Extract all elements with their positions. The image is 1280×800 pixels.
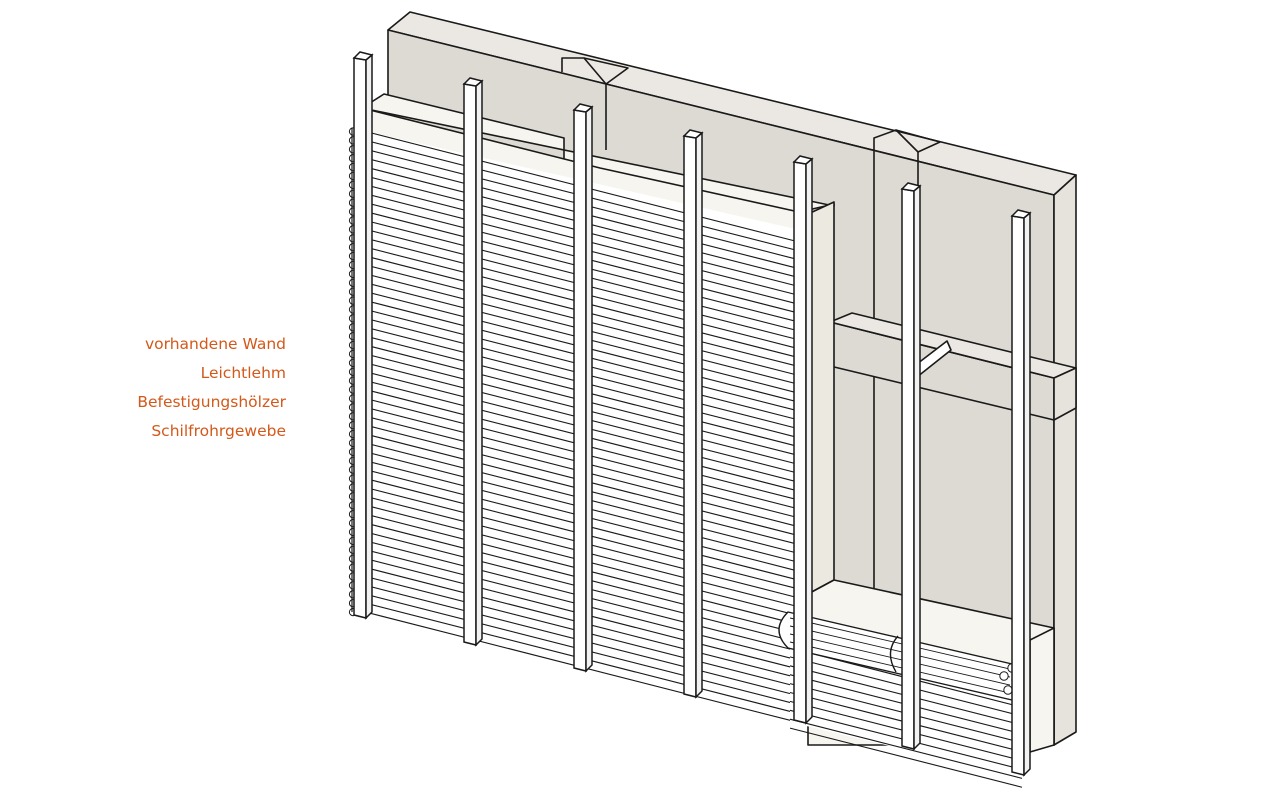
reed-roll-fold: [889, 635, 899, 673]
fixing-batten: [792, 155, 814, 725]
reed-roll-line: [789, 633, 1011, 686]
legend: vorhandene Wand Leichtlehm Befestigungsh…: [60, 330, 286, 446]
fixing-batten: [462, 77, 484, 647]
legend-item-reed-mesh: Schilfrohrgewebe: [151, 422, 286, 440]
fixing-batten: [900, 182, 922, 751]
fixing-batten: [1010, 209, 1032, 777]
reed-roll-end: [1003, 685, 1013, 695]
fixing-batten: [682, 129, 704, 699]
reed-roll-line: [789, 625, 1011, 678]
fixing-batten: [352, 51, 374, 620]
legend-item-light-clay: Leichtlehm: [200, 364, 286, 382]
legend-item-existing-wall: vorhandene Wand: [144, 335, 286, 353]
reed-roll-end: [999, 671, 1009, 681]
legend-item-fixing-battens: Befestigungshölzer: [137, 393, 286, 411]
fixing-battens: [352, 51, 1032, 777]
reed-roll-line: [789, 617, 1011, 670]
reed-roll-line: [789, 641, 1011, 694]
reed-stalk: [789, 718, 1023, 779]
reed-stalk: [789, 727, 1023, 788]
fixing-batten: [572, 103, 594, 673]
